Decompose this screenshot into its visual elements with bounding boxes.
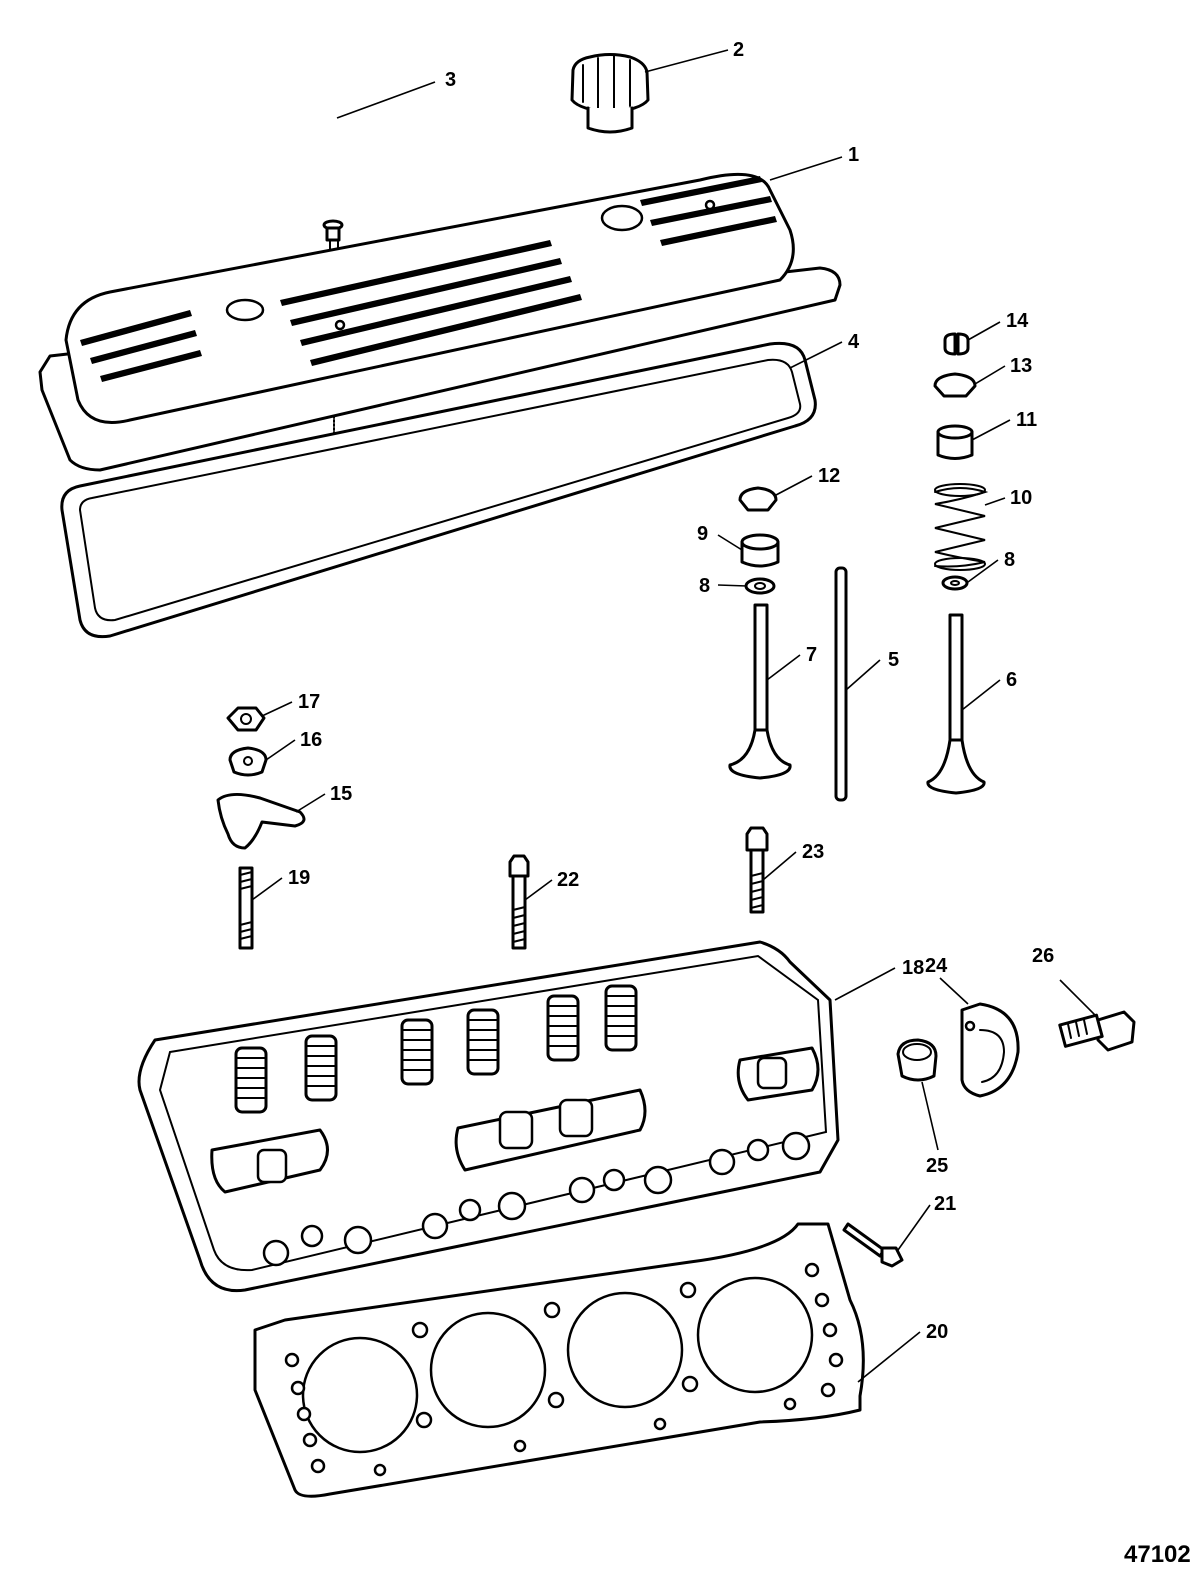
valve-cover-gasket-part[interactable] [60,341,817,639]
callout-20: 20 [926,1321,948,1343]
rocker-arm-nut-part[interactable] [226,706,266,732]
callout-7: 7 [806,644,817,666]
rocker-pivot-ball-part[interactable] [228,746,268,777]
cylinder-head-bosses [262,1131,811,1267]
valve-cover-part[interactable] [38,172,842,472]
rocker-arm-part[interactable] [216,793,306,850]
callout-6: 6 [1006,669,1017,691]
callout-19: 19 [288,867,310,889]
callout-14: 14 [1006,310,1029,332]
spacer-part[interactable] [896,1038,938,1082]
valve-cover-fins [80,176,777,382]
spring-retainer-right-part[interactable] [933,372,977,398]
head-gasket-bores [301,1276,814,1454]
cylinder-head-part[interactable] [137,940,840,1293]
head-gasket-holes [284,1262,844,1477]
callout-2: 2 [733,39,744,61]
hex-bolt-part[interactable] [1058,1010,1136,1052]
push-rod-part[interactable] [834,566,848,802]
callout-11: 11 [1016,409,1037,431]
callout-4: 4 [848,331,860,353]
small-bolt-part[interactable] [842,1222,904,1268]
callout-26: 26 [1032,945,1054,967]
callout-23: 23 [802,841,824,863]
callout-24: 24 [925,955,948,977]
callout-8-right: 8 [1004,549,1015,571]
wiring-clip-part[interactable] [960,1002,1020,1098]
callout-3: 3 [445,69,456,91]
figure-id: 47102 [1124,1541,1191,1568]
exhaust-valve-part[interactable] [926,613,986,795]
intake-valve-part[interactable] [728,603,792,780]
valve-seal-part[interactable] [740,533,780,568]
head-bolt-long-part[interactable] [745,826,769,914]
valve-cover-filler-hole [600,204,644,232]
callout-8-left: 8 [699,575,710,597]
valve-spring-part[interactable] [934,483,989,571]
valve-shim-left-part[interactable] [744,577,776,595]
callout-16: 16 [300,729,322,751]
valve-keeper-part[interactable] [943,332,970,356]
rocker-stud-part[interactable] [238,866,254,950]
callout-25: 25 [926,1155,948,1177]
cylinder-head-springs [234,984,638,1114]
callout-22: 22 [557,869,579,891]
callout-12: 12 [818,465,840,487]
callout-17: 17 [298,691,320,713]
valve-seal-right-part[interactable] [936,424,974,460]
callout-15: 15 [330,783,352,805]
callout-5: 5 [888,649,899,671]
spring-retainer-left-part[interactable] [738,486,778,512]
callout-10: 10 [1010,487,1032,509]
head-bolt-medium-part[interactable] [508,854,530,950]
callout-labels: 1 2 3 4 5 6 7 8 8 9 10 11 12 13 14 15 16… [288,39,1054,1343]
leader-lines [251,49,1099,1383]
valve-cover-hole-left [225,298,265,322]
cylinder-head-ports [210,1046,820,1194]
callout-18: 18 [902,957,924,979]
head-gasket-part[interactable] [253,1222,865,1498]
callout-1: 1 [848,144,859,166]
callout-13: 13 [1010,355,1032,377]
callout-21: 21 [934,1193,956,1215]
valve-shim-right-part[interactable] [941,575,969,591]
callout-9: 9 [697,523,708,545]
oil-filler-cap-part[interactable] [570,53,650,134]
